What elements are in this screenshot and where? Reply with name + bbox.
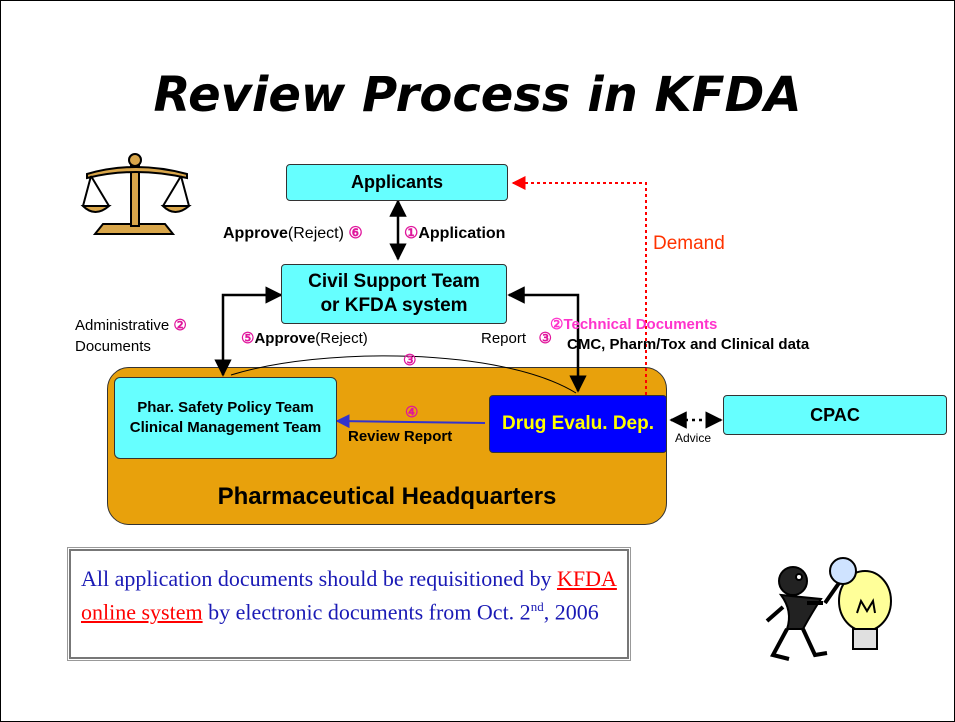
advice-label: Advice bbox=[675, 431, 712, 445]
approve-reject-label: Approve(Reject) ⑥ bbox=[223, 225, 363, 242]
review-report-label: Review Report bbox=[348, 428, 453, 445]
headquarters-label: Pharmaceutical Headquarters bbox=[217, 483, 557, 510]
approve-reject-internal-label: ⑤Approve(Reject) bbox=[241, 330, 368, 347]
technical-documents-label: ②Technical Documents bbox=[550, 316, 718, 333]
page-title: Review Process in KFDA bbox=[153, 67, 802, 123]
demand-label: Demand bbox=[653, 233, 725, 254]
application-label: ①Application bbox=[404, 225, 506, 242]
step-2-left-marker: ② bbox=[173, 317, 187, 334]
notice-box: All application documents should be requ… bbox=[67, 547, 631, 661]
applicants-box: Applicants bbox=[286, 164, 508, 201]
drug-evaluation-box: Drug Evalu. Dep. bbox=[489, 395, 667, 453]
cmc-data-label: CMC, Pharm/Tox and Clinical data bbox=[567, 336, 810, 353]
cpac-box: CPAC bbox=[723, 395, 947, 435]
step-2-right-marker: ② bbox=[550, 316, 564, 333]
kfda-online-system-link[interactable]: KFDA online system bbox=[81, 566, 617, 625]
report-label: Report ③ bbox=[481, 330, 552, 347]
administrative-documents-label: Administrative ② Documents bbox=[75, 317, 187, 355]
step-5-marker: ⑤ bbox=[241, 330, 255, 347]
policy-team-box: Phar. Safety Policy Team Clinical Manage… bbox=[114, 377, 337, 459]
civil-support-box: Civil Support Team or KFDA system bbox=[281, 264, 507, 324]
scales-icon bbox=[80, 153, 192, 235]
step-3-center-marker: ③ bbox=[403, 352, 417, 369]
step-4-marker: ④ bbox=[405, 404, 419, 421]
step-6-marker: ⑥ bbox=[348, 225, 363, 242]
step-3-right-marker: ③ bbox=[538, 330, 552, 347]
step-1-marker: ① bbox=[404, 225, 419, 242]
detective-lightbulb-icon bbox=[765, 557, 892, 661]
